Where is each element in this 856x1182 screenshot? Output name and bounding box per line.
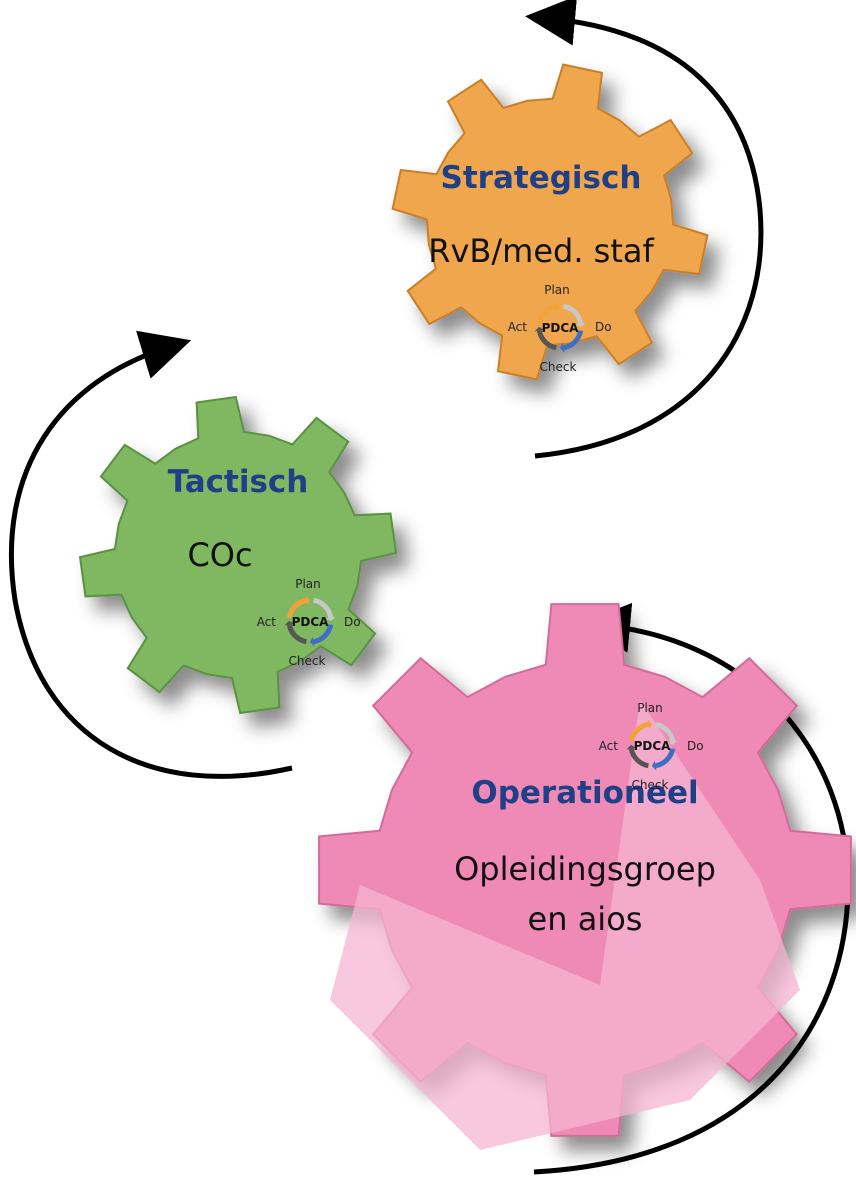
pdca-act-to-plan-arrowhead — [647, 719, 653, 730]
gear-operationeel-body-line-2: en aios — [528, 900, 643, 938]
pdca-plan-label: Plan — [637, 701, 663, 715]
pdca-do-label: Do — [687, 739, 704, 753]
pdca-plan-to-do-arc — [654, 721, 676, 743]
pdca-check-to-act-arc — [536, 329, 558, 351]
pdca-plan-label: Plan — [544, 283, 570, 297]
pdca-plan-label: Plan — [295, 577, 321, 591]
pdca-plan-to-do-arrowhead — [325, 616, 336, 622]
pdca-do-label: Do — [595, 320, 612, 334]
pdca-do-to-check-arrowhead — [651, 760, 657, 771]
gear-strategisch: Strategisch RvB/med. staf Plan Do Check … — [391, 63, 709, 381]
pdca-check-to-act-arrowhead — [534, 326, 545, 332]
gear-strategisch-body-line-1: RvB/med. staf — [428, 232, 654, 270]
pdca-check-to-act-arrowhead — [626, 744, 637, 750]
pdca-check-to-act-arc — [628, 747, 650, 769]
pdca-check-to-act-arc — [286, 623, 308, 645]
pdca-act-label: Act — [257, 615, 277, 629]
gear-tactisch: Tactisch COc Plan Do Check Act PDCA — [78, 395, 398, 715]
pdca-center-label: PDCA — [634, 739, 672, 753]
pdca-act-label: Act — [508, 320, 528, 334]
pdca-act-label: Act — [599, 739, 619, 753]
pdca-check-label: Check — [540, 360, 577, 374]
pdca-do-to-check-arc — [312, 623, 334, 645]
gear-strategisch-title: Strategisch — [441, 160, 642, 196]
pdca-do-label: Do — [344, 615, 361, 629]
gear-operationeel-pdca-cycle: Plan Do Check Act PDCA — [599, 701, 704, 792]
pdca-center-label: PDCA — [292, 615, 330, 629]
pdca-plan-to-do-arc — [312, 597, 334, 619]
pdca-do-to-check-arrowhead — [309, 636, 315, 647]
pdca-act-to-plan-arc — [628, 721, 650, 743]
pdca-act-to-plan-arrowhead — [305, 595, 311, 606]
gear-operationeel-highlight-facet — [330, 700, 800, 1150]
pdca-do-to-check-arc — [654, 747, 676, 769]
tactisch-rotation-arrow — [8, 330, 293, 779]
pdca-check-to-act-arrowhead — [284, 620, 295, 626]
gear-operationeel-title: Operationeel — [471, 775, 698, 811]
gear-strategisch-pdca-cycle: Plan Do Check Act PDCA — [508, 283, 612, 374]
gear-operationeel-body-line-1: Opleidingsgroep — [454, 850, 716, 888]
strategisch-rotation-arrow — [525, 0, 764, 459]
pdca-plan-to-do-arrowhead — [667, 740, 678, 746]
pdca-center-label: PDCA — [542, 321, 580, 335]
pdca-plan-to-do-arc — [562, 303, 584, 325]
gear-tactisch-shape — [78, 395, 398, 715]
gear-tactisch-title: Tactisch — [168, 464, 309, 500]
pdca-plan-to-do-arrowhead — [575, 322, 586, 328]
pdca-check-label: Check — [632, 778, 669, 792]
gear-operationeel: Operationeel Opleidingsgroep en aios Pla… — [318, 603, 852, 1150]
pdca-act-to-plan-arc — [286, 597, 308, 619]
pdca-do-to-check-arrowhead — [559, 342, 565, 353]
gear-strategisch-shape — [391, 63, 709, 381]
gear-tactisch-pdca-cycle: Plan Do Check Act PDCA — [257, 577, 361, 668]
pdca-check-label: Check — [289, 654, 326, 668]
pdca-act-to-plan-arrowhead — [555, 301, 561, 312]
pdca-do-to-check-arc — [562, 329, 584, 351]
pdca-act-to-plan-arc — [536, 303, 558, 325]
gear-tactisch-body-line-1: COc — [187, 536, 252, 574]
